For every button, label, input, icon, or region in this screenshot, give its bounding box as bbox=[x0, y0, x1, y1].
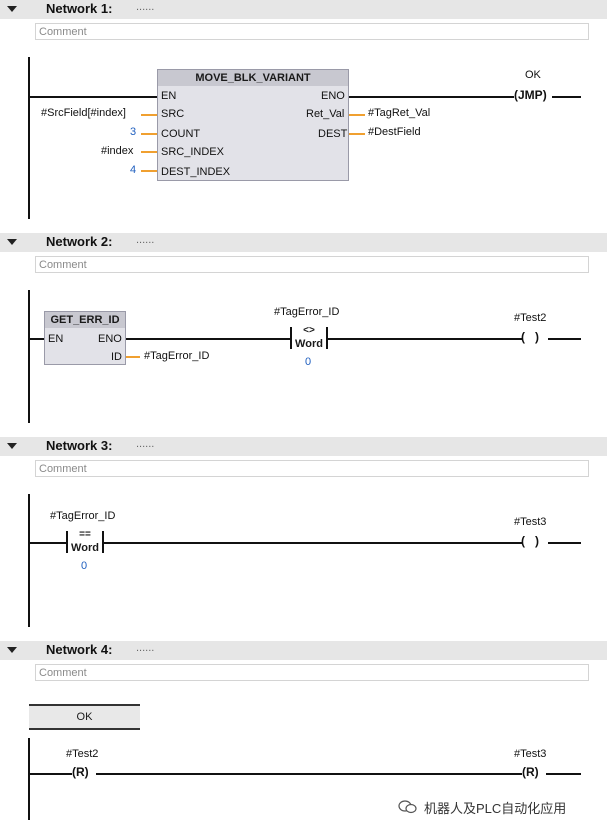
wire bbox=[29, 773, 72, 775]
compare-value[interactable]: 0 bbox=[305, 356, 312, 368]
move-blk-variant-block[interactable]: MOVE_BLK_VARIANT bbox=[157, 69, 349, 181]
pin-connector bbox=[141, 114, 157, 116]
network-dots: ...... bbox=[136, 642, 155, 654]
network-1-header[interactable]: Network 1: ...... bbox=[0, 0, 607, 19]
output-coil[interactable]: ( ) bbox=[521, 534, 539, 548]
coil-operand[interactable]: #Test3 bbox=[514, 748, 547, 760]
operand-ret-val[interactable]: #TagRet_Val bbox=[368, 107, 431, 119]
output-coil[interactable]: ( ) bbox=[521, 330, 539, 344]
power-rail bbox=[28, 290, 30, 423]
pin-count: COUNT bbox=[161, 128, 201, 140]
wire bbox=[29, 96, 157, 98]
network-2-header[interactable]: Network 2: ...... bbox=[0, 233, 607, 252]
wire bbox=[548, 542, 581, 544]
wire bbox=[104, 542, 522, 544]
wire bbox=[96, 773, 522, 775]
power-rail bbox=[28, 57, 30, 219]
coil-operand[interactable]: #Test2 bbox=[514, 312, 547, 324]
collapse-icon[interactable] bbox=[7, 443, 17, 449]
reset-coil[interactable]: (R) bbox=[522, 765, 539, 779]
pin-src-index: SRC_INDEX bbox=[161, 146, 224, 158]
reset-coil[interactable]: (R) bbox=[72, 765, 89, 779]
wire bbox=[552, 96, 581, 98]
network-title: Network 2: bbox=[46, 234, 113, 249]
contact-right bbox=[102, 531, 104, 553]
pin-connector bbox=[141, 170, 157, 172]
pin-ret-val: Ret_Val bbox=[306, 108, 345, 120]
reset-symbol: R bbox=[76, 765, 85, 779]
compare-operand[interactable]: #TagError_ID bbox=[50, 510, 116, 522]
comment-field[interactable]: Comment bbox=[35, 23, 589, 40]
contact-left bbox=[290, 327, 292, 349]
compare-type: Word bbox=[71, 542, 99, 554]
collapse-icon[interactable] bbox=[7, 6, 17, 12]
coil-operand[interactable]: #Test2 bbox=[66, 748, 99, 760]
network-title: Network 1: bbox=[46, 1, 113, 16]
pin-en: EN bbox=[48, 333, 64, 345]
operand-id[interactable]: #TagError_ID bbox=[144, 350, 210, 362]
wechat-icon bbox=[398, 800, 417, 814]
pin-dest: DEST bbox=[318, 128, 348, 140]
pin-eno: ENO bbox=[98, 333, 122, 345]
wire bbox=[546, 773, 581, 775]
operand-src[interactable]: #SrcField[#index] bbox=[41, 107, 126, 119]
wire bbox=[349, 96, 514, 98]
block-name: GET_ERR_ID bbox=[45, 312, 125, 328]
jmp-coil[interactable]: (JMP) bbox=[514, 88, 547, 102]
power-rail bbox=[28, 738, 30, 820]
comment-field[interactable]: Comment bbox=[35, 256, 589, 273]
block-name: MOVE_BLK_VARIANT bbox=[158, 70, 348, 86]
operand-dest[interactable]: #DestField bbox=[368, 126, 421, 138]
pin-connector bbox=[349, 133, 365, 135]
wire bbox=[29, 338, 44, 340]
wire bbox=[126, 338, 290, 340]
pin-connector bbox=[141, 133, 157, 135]
wire bbox=[548, 338, 581, 340]
pin-connector bbox=[349, 114, 365, 116]
network-4-header[interactable]: Network 4: ...... bbox=[0, 641, 607, 660]
compare-operand[interactable]: #TagError_ID bbox=[274, 306, 340, 318]
network-dots: ...... bbox=[136, 234, 155, 246]
jmp-symbol: JMP bbox=[518, 88, 543, 102]
collapse-icon[interactable] bbox=[7, 239, 17, 245]
label-ok[interactable]: OK bbox=[29, 704, 140, 730]
network-3-header[interactable]: Network 3: ...... bbox=[0, 437, 607, 456]
operand-dest-index[interactable]: 4 bbox=[130, 164, 137, 176]
get-err-id-block[interactable]: GET_ERR_ID bbox=[44, 311, 126, 365]
wire bbox=[29, 542, 66, 544]
compare-value[interactable]: 0 bbox=[81, 560, 88, 572]
network-title: Network 3: bbox=[46, 438, 113, 453]
coil-operand[interactable]: #Test3 bbox=[514, 516, 547, 528]
network-title: Network 4: bbox=[46, 642, 113, 657]
pin-id: ID bbox=[111, 351, 122, 363]
jump-label[interactable]: OK bbox=[525, 69, 541, 81]
comment-field[interactable]: Comment bbox=[35, 460, 589, 477]
collapse-icon[interactable] bbox=[7, 647, 17, 653]
operand-src-index[interactable]: #index bbox=[101, 145, 134, 157]
network-dots: ...... bbox=[136, 1, 155, 13]
pin-en: EN bbox=[161, 90, 177, 102]
pin-connector bbox=[141, 151, 157, 153]
compare-operator: <> bbox=[303, 325, 315, 336]
wire bbox=[328, 338, 522, 340]
power-rail bbox=[28, 494, 30, 627]
compare-operator: == bbox=[79, 529, 91, 540]
network-dots: ...... bbox=[136, 438, 155, 450]
pin-eno: ENO bbox=[321, 90, 345, 102]
compare-type: Word bbox=[295, 338, 323, 350]
pin-src: SRC bbox=[161, 108, 185, 120]
pin-connector bbox=[126, 356, 140, 358]
operand-count[interactable]: 3 bbox=[130, 126, 137, 138]
contact-right bbox=[326, 327, 328, 349]
reset-symbol: R bbox=[526, 765, 535, 779]
contact-left bbox=[66, 531, 68, 553]
comment-field[interactable]: Comment bbox=[35, 664, 589, 681]
watermark-text: 机器人及PLC自动化应用 bbox=[424, 801, 567, 816]
pin-dest-index: DEST_INDEX bbox=[161, 166, 231, 178]
